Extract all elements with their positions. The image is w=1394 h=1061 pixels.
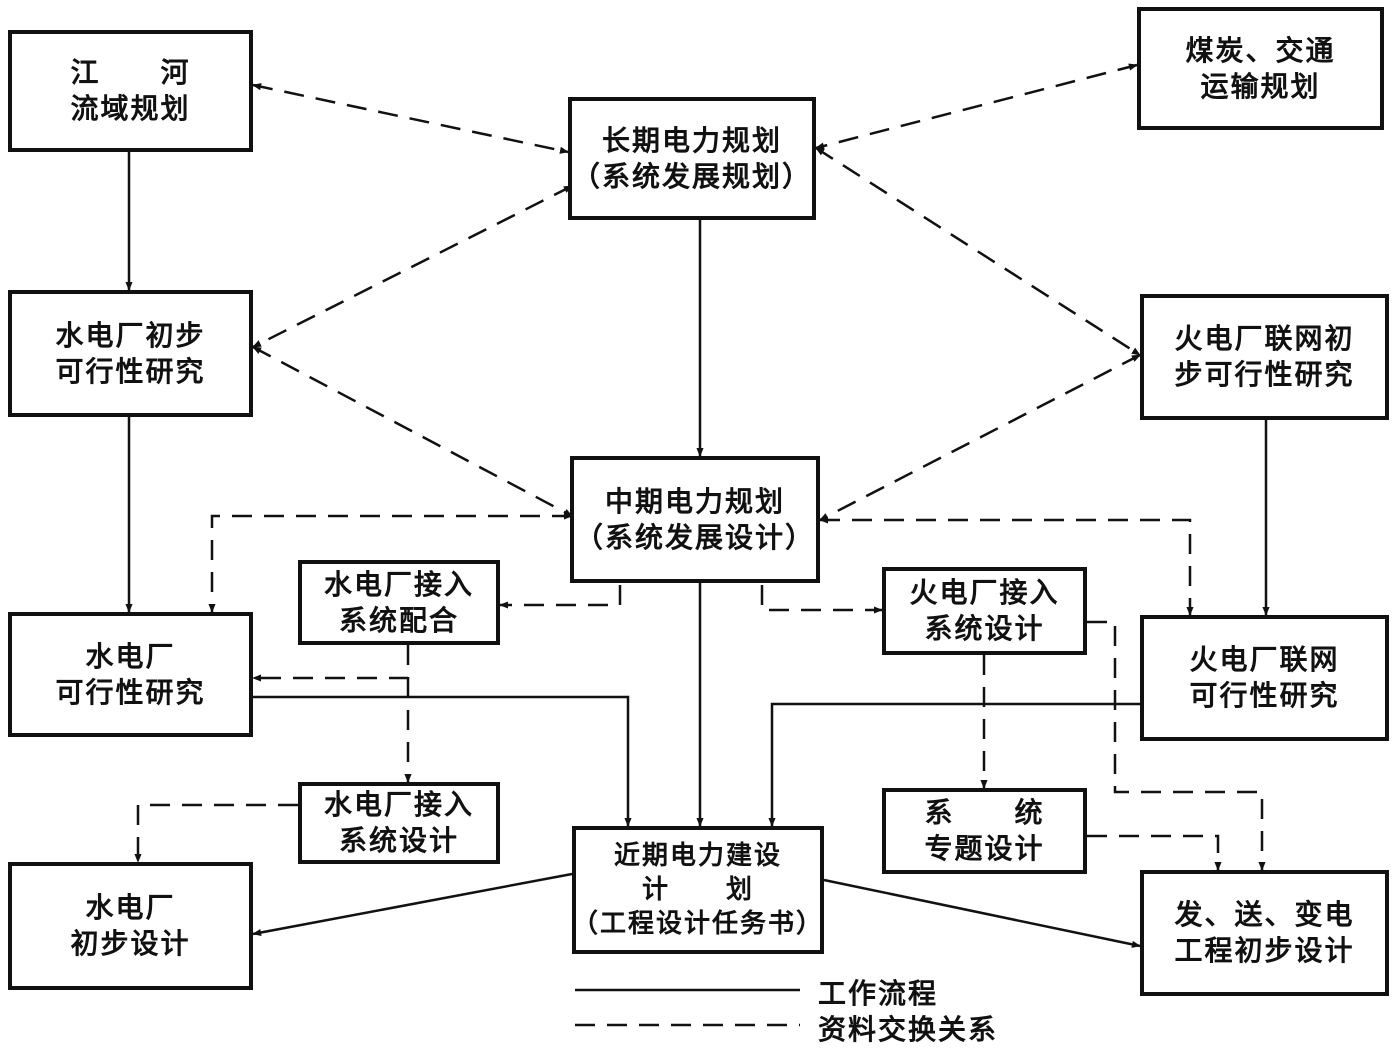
node-hydro-access-coordination: 水电厂接入 系统配合 — [298, 560, 500, 645]
node-thermal-feasibility: 火电厂联网 可行性研究 — [1140, 615, 1389, 741]
node-hydro-feasibility: 水电厂 可行性研究 — [8, 612, 253, 737]
info-system-to-transmission — [1087, 834, 1222, 871]
flow-near-to-hydro-design — [252, 872, 573, 937]
info-hydro-coord-to-hydro-feas — [252, 645, 410, 682]
info-long-hydro-pre — [252, 184, 573, 349]
node-thermal-prefeasibility: 火电厂联网初 步可行性研究 — [1140, 294, 1389, 420]
node-thermal-access-design: 火电厂接入 系统设计 — [882, 567, 1087, 655]
node-long-term-power-plan: 长期电力规划 （系统发展规划） — [568, 97, 816, 220]
flow-near-to-transmission — [823, 878, 1141, 948]
info-mid-thermal-feas — [819, 516, 1194, 616]
info-thermal-pre-mid — [819, 353, 1141, 522]
node-hydro-preliminary-design: 水电厂 初步设计 — [8, 862, 253, 990]
info-mid-hydro-feas — [208, 512, 573, 613]
info-hydro-pre-mid — [252, 345, 573, 518]
info-mid-to-hydro-coord — [499, 585, 622, 609]
node-hydro-access-design: 水电厂接入 系统设计 — [298, 782, 500, 864]
info-coal-long — [815, 63, 1138, 150]
node-mid-term-power-plan: 中期电力规划 （系统发展设计） — [570, 456, 820, 583]
node-transmission-preliminary-design: 发、送、变电 工程初步设计 — [1140, 870, 1389, 996]
info-mid-to-thermal-access — [760, 585, 883, 614]
node-near-term-construction-plan: 近期电力建设 计 划 （工程设计任务书） — [572, 826, 824, 954]
node-coal-transport-plan: 煤炭、交通 运输规划 — [1137, 7, 1384, 130]
node-river-basin-plan: 江 河 流域规划 — [8, 30, 253, 152]
flow-hydro-feas-to-near — [253, 695, 632, 827]
flow-thermal-feas-to-near — [768, 702, 1140, 827]
legend-info-exchange-label: 资料交换关系 — [818, 1013, 999, 1046]
info-hydro-access-to-hydro-design — [134, 803, 298, 863]
node-hydro-prefeasibility: 水电厂初步 可行性研究 — [8, 290, 253, 417]
info-long-thermal-pre — [815, 146, 1141, 357]
info-river-long — [252, 83, 569, 154]
legend-work-flow-label: 工作流程 — [818, 977, 939, 1010]
info-thermal-access-to-transmission — [1087, 620, 1266, 871]
node-system-special-design: 系 统 专题设计 — [882, 788, 1087, 874]
